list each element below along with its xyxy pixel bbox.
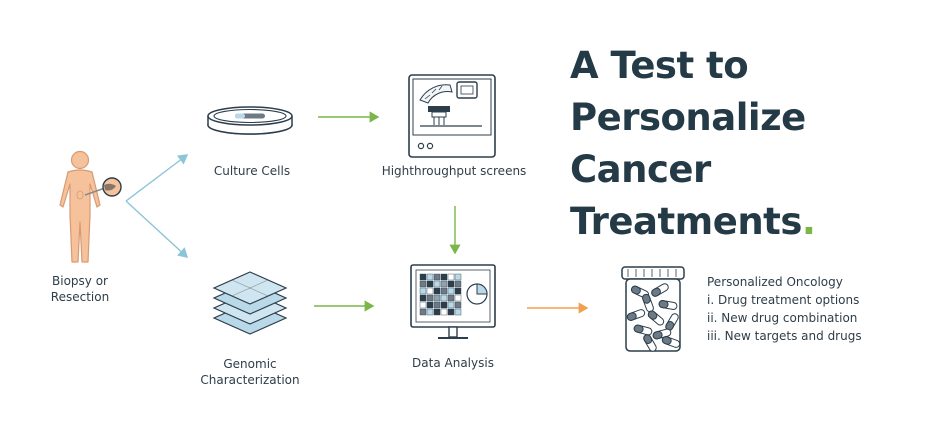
capsule (658, 300, 678, 310)
title-line-1: A Test to (570, 44, 749, 87)
heatmap-cell (426, 294, 434, 302)
capsule (626, 309, 646, 321)
heatmap-cell (419, 280, 427, 288)
capsule (642, 293, 654, 313)
page-title: A Test to Personalize Cancer Treatments. (570, 40, 816, 248)
monitor-analysis-icon (410, 264, 496, 339)
heatmap-cell (440, 308, 448, 316)
heatmap-cell (447, 308, 455, 316)
label-genomic-line2: Characterization (200, 373, 300, 387)
title-line-4: Treatments. (570, 196, 816, 248)
heatmap-cell (419, 294, 427, 302)
heatmap-cell (454, 308, 462, 316)
label-culture-cells: Culture Cells (213, 164, 291, 178)
heatmap-cell (419, 308, 427, 316)
label-data-analysis: Data Analysis (412, 356, 494, 370)
title-line-2: Personalize (570, 96, 806, 139)
capsule (651, 283, 669, 297)
heatmap-cell (440, 287, 448, 295)
heatmap-cell (447, 273, 455, 281)
heatmap-cell (426, 301, 434, 309)
heatmap-cell (433, 294, 441, 302)
heatmap-cell (440, 301, 448, 309)
heatmap-cell (454, 273, 462, 281)
capsule (647, 310, 665, 326)
heatmap-cell (419, 301, 427, 309)
heatmap-cell (454, 294, 462, 302)
branch-arrows (125, 154, 189, 258)
heatmap-cell (426, 308, 434, 316)
label-genomic: Genomic Characterization (190, 356, 310, 388)
label-genomic-line1: Genomic (223, 357, 277, 371)
heatmap-cell (447, 301, 455, 309)
human-body-icon (59, 150, 122, 263)
heatmap-grid (419, 273, 462, 316)
screening-machine-icon (408, 74, 496, 158)
dna-layers-icon (212, 271, 288, 335)
heatmap-cell (433, 280, 441, 288)
heatmap-cell (433, 308, 441, 316)
oncology-heading: Personalized Oncology (707, 275, 843, 289)
heatmap-cell (454, 287, 462, 295)
title-dot: . (801, 200, 816, 243)
capsule (661, 336, 681, 348)
petri-dish-icon (207, 106, 293, 135)
pill-jar-icon (621, 266, 685, 352)
heatmap-cell (454, 301, 462, 309)
heatmap-cell (433, 273, 441, 281)
heatmap-cell (454, 280, 462, 288)
heatmap-cell (440, 273, 448, 281)
heatmap-cell (426, 287, 434, 295)
heatmap-cell (426, 273, 434, 281)
oncology-item-1: i. Drug treatment options (707, 293, 860, 307)
oncology-list: Personalized Oncology i. Drug treatment … (707, 273, 862, 345)
heatmap-cell (433, 301, 441, 309)
title-line-4-text: Treatments (570, 200, 802, 243)
heatmap-cell (426, 280, 434, 288)
label-biopsy-line1: Biopsy or (52, 274, 108, 288)
heatmap-cell (447, 294, 455, 302)
heatmap-cell (447, 280, 455, 288)
heatmap-cell (440, 294, 448, 302)
label-highthroughput-screens: Highthroughput screens (381, 164, 527, 178)
capsule (643, 334, 657, 352)
capsule (633, 324, 653, 336)
oncology-item-3: iii. New targets and drugs (707, 329, 862, 343)
arrow-to-genomic (125, 200, 189, 258)
heatmap-cell (440, 280, 448, 288)
title-line-3: Cancer (570, 148, 711, 191)
heatmap-cell (419, 287, 427, 295)
oncology-item-2: ii. New drug combination (707, 311, 858, 325)
label-biopsy-line2: Resection (50, 290, 110, 304)
heatmap-cell (447, 287, 455, 295)
pills (626, 283, 681, 352)
heatmap-cell (419, 273, 427, 281)
label-biopsy: Biopsy or Resection (38, 273, 122, 305)
arrow-to-culture (125, 154, 189, 202)
heatmap-cell (433, 287, 441, 295)
